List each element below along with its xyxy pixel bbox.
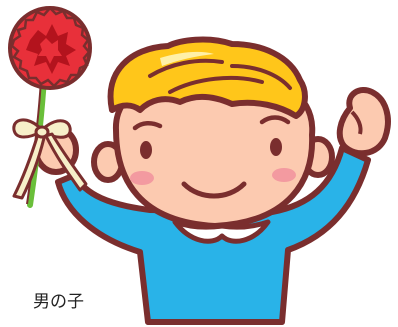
ribbon-tail-left [12,132,46,200]
hair-strand-3 [230,64,292,90]
ribbon-left-loop [12,118,42,139]
left-eyebrow [132,121,163,131]
carnation-icon [8,6,92,90]
right-cheek [272,168,296,182]
boy-head [91,36,335,229]
carnation-center [38,38,62,64]
hair-strand-2 [168,75,264,94]
right-fist [336,87,391,157]
carnation-petal-edge [10,6,91,88]
smile [181,181,247,199]
ribbon-icon [12,118,88,200]
ribbon-tail-right [44,132,88,192]
right-eye [270,138,282,156]
hair-strand-1 [148,58,224,78]
caption-label: 男の子 [33,292,84,312]
fist-finger-line [350,110,363,135]
hair-highlight [160,51,214,66]
right-eyebrow [259,115,291,125]
left-eye [140,141,152,159]
ribbon-knot [34,125,50,139]
left-cheek [130,171,154,185]
